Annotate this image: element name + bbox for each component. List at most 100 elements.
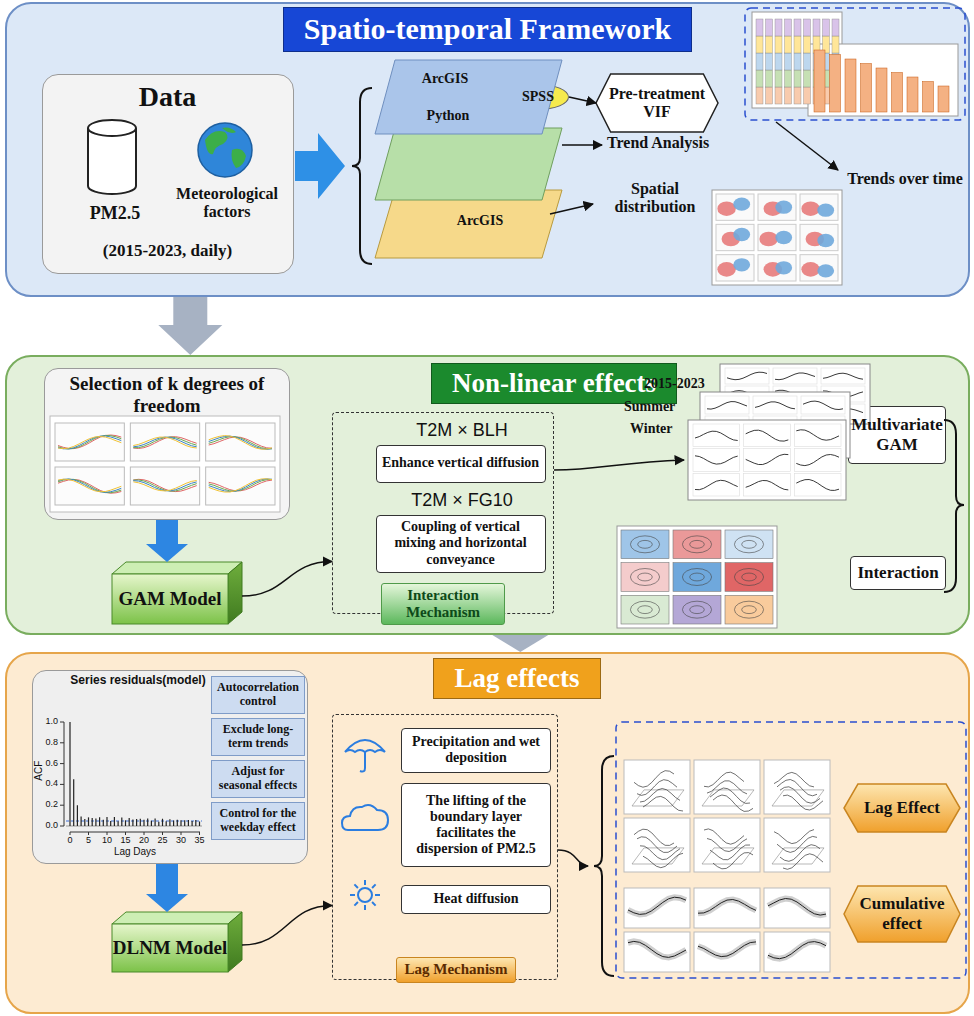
polyline-shape — [628, 941, 686, 957]
text-slot: SPSS — [508, 85, 568, 109]
rect-shape — [688, 420, 846, 500]
rect-shape — [794, 449, 841, 472]
label-slot: Lag Days — [95, 846, 175, 858]
label-text: 10 — [98, 835, 116, 845]
rect-shape — [756, 36, 763, 53]
ellipse-shape — [717, 262, 735, 277]
rect-shape — [845, 59, 856, 112]
label-text: Winter — [630, 421, 686, 437]
rect-shape — [823, 19, 830, 36]
rect-shape — [725, 563, 773, 592]
node-heading: T2M × FG10 — [411, 490, 513, 511]
rect-shape — [821, 368, 865, 384]
ellipse-shape — [775, 261, 792, 274]
rect-shape — [775, 53, 782, 70]
rect-shape — [861, 64, 872, 113]
ellipse-shape — [742, 606, 757, 614]
label-text: 35 — [191, 835, 209, 845]
ellipse-shape — [690, 540, 705, 548]
ellipse-shape — [630, 536, 659, 553]
rect-shape — [785, 70, 792, 87]
polyline-shape — [58, 435, 121, 449]
label-text: Trend Analysis — [607, 134, 727, 152]
text-slot: T2M × FG10 — [347, 488, 577, 512]
polyline-shape — [780, 787, 820, 803]
rect-shape — [892, 73, 903, 113]
polyline-shape — [640, 789, 680, 803]
rect-shape — [814, 50, 825, 112]
line-shape — [106, 817, 107, 826]
rect-shape — [775, 36, 782, 53]
sun-icon — [350, 880, 380, 910]
rect-shape — [673, 530, 721, 559]
polyline-shape — [209, 437, 272, 448]
label-text: 5 — [80, 835, 98, 845]
rect-shape — [725, 386, 769, 402]
rect-shape — [794, 53, 801, 70]
globe-icon — [198, 123, 252, 177]
rect-shape — [764, 888, 830, 928]
layer-stack — [375, 190, 562, 258]
rect-shape — [693, 449, 740, 472]
nonlinear-panel: Non-linear effectsSelection of k degrees… — [5, 355, 970, 635]
rect-shape — [130, 423, 199, 461]
rect-shape — [775, 87, 782, 104]
label-text: Lag Days — [95, 846, 175, 858]
polyline-shape — [768, 942, 826, 959]
node-text: Autocorrelation control — [215, 681, 301, 709]
ellipse-shape — [638, 606, 653, 614]
rect-shape — [753, 396, 797, 414]
polyline-shape — [727, 391, 767, 398]
rect-shape — [766, 70, 773, 87]
bar-chart — [814, 50, 949, 112]
rect-shape — [821, 404, 865, 420]
line-shape — [364, 880, 366, 885]
label-text: 0.8 — [40, 737, 58, 747]
rect-shape — [794, 70, 801, 87]
line-shape — [125, 832, 126, 835]
polyline-shape — [209, 436, 272, 449]
framework-panel: Spatio-temporal FrameworkDataPM2.5Meteor… — [5, 2, 970, 297]
line-shape — [110, 821, 111, 826]
label-slot: 0.8 — [40, 737, 58, 747]
polyline-shape — [637, 780, 677, 796]
process-box: Heat diffusion — [401, 885, 551, 914]
thin-arrow — [776, 122, 838, 170]
polyline-shape — [727, 372, 767, 380]
rect-shape — [624, 760, 690, 814]
ellipse-shape — [733, 258, 750, 271]
tool-oval: SPSS — [507, 84, 569, 110]
hexagon-shape — [844, 886, 960, 942]
rect-shape — [804, 53, 811, 70]
line-shape — [121, 817, 122, 826]
rect-shape — [832, 53, 839, 70]
brace — [944, 420, 964, 592]
rect-shape — [206, 467, 275, 505]
label-text: Summer — [624, 399, 684, 415]
thin-arrow — [550, 122, 838, 866]
line-shape — [162, 819, 163, 826]
ellipse-shape — [817, 234, 834, 247]
text-slot: Python — [413, 104, 483, 128]
polyline-shape — [698, 942, 756, 957]
polyline-shape — [133, 437, 196, 448]
curved-arrow — [242, 906, 332, 945]
globe-icon — [232, 149, 247, 168]
text-slot: (2015-2023, daily) — [43, 241, 292, 261]
line-shape — [372, 902, 376, 906]
thin-arrow — [554, 460, 684, 470]
polyline-shape — [707, 781, 747, 794]
text-slot: Series residuals(model) — [63, 674, 213, 688]
label-slot: Trend Analysis — [607, 134, 727, 152]
rect-shape — [130, 467, 199, 505]
flow-arrow — [492, 635, 548, 652]
polyline-shape — [746, 454, 789, 464]
polyline-shape — [133, 479, 196, 491]
ellipse-shape — [690, 573, 705, 581]
node-heading: Series residuals(model) — [63, 674, 213, 688]
map-thumbnail — [716, 194, 838, 281]
rect-shape — [794, 36, 801, 53]
line-shape — [103, 820, 104, 826]
rect-shape — [725, 530, 773, 559]
